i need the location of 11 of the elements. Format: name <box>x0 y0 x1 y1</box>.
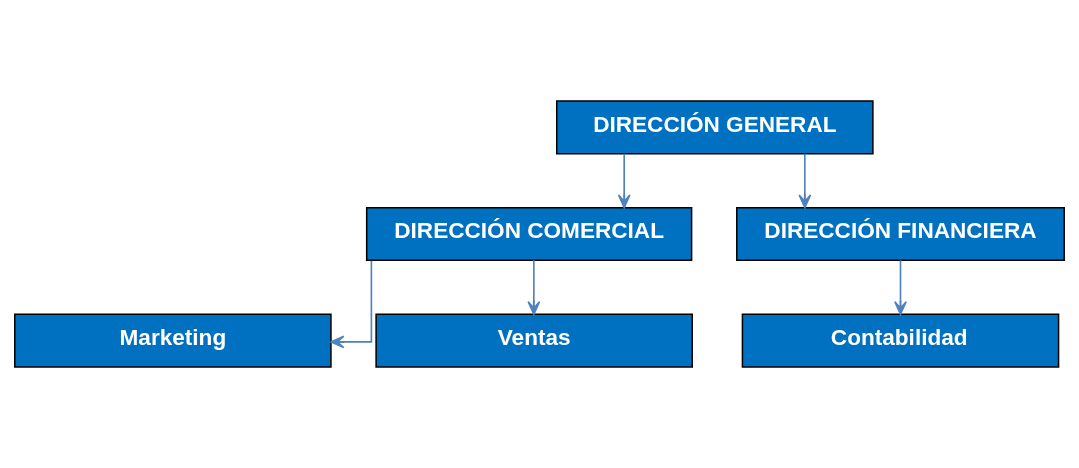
node-box: Ventas <box>375 313 693 368</box>
node-box: DIRECCIÓN GENERAL <box>556 100 874 155</box>
arrow <box>894 259 907 316</box>
node-box: DIRECCIÓN FINANCIERA <box>736 206 1065 262</box>
node-box: Marketing <box>14 313 332 368</box>
node-box: Contabilidad <box>741 313 1060 368</box>
arrow <box>330 259 373 349</box>
arrow <box>617 152 631 209</box>
node-box: DIRECCIÓN COMERCIAL <box>365 206 693 262</box>
arrow <box>527 259 541 316</box>
arrow <box>798 152 812 209</box>
